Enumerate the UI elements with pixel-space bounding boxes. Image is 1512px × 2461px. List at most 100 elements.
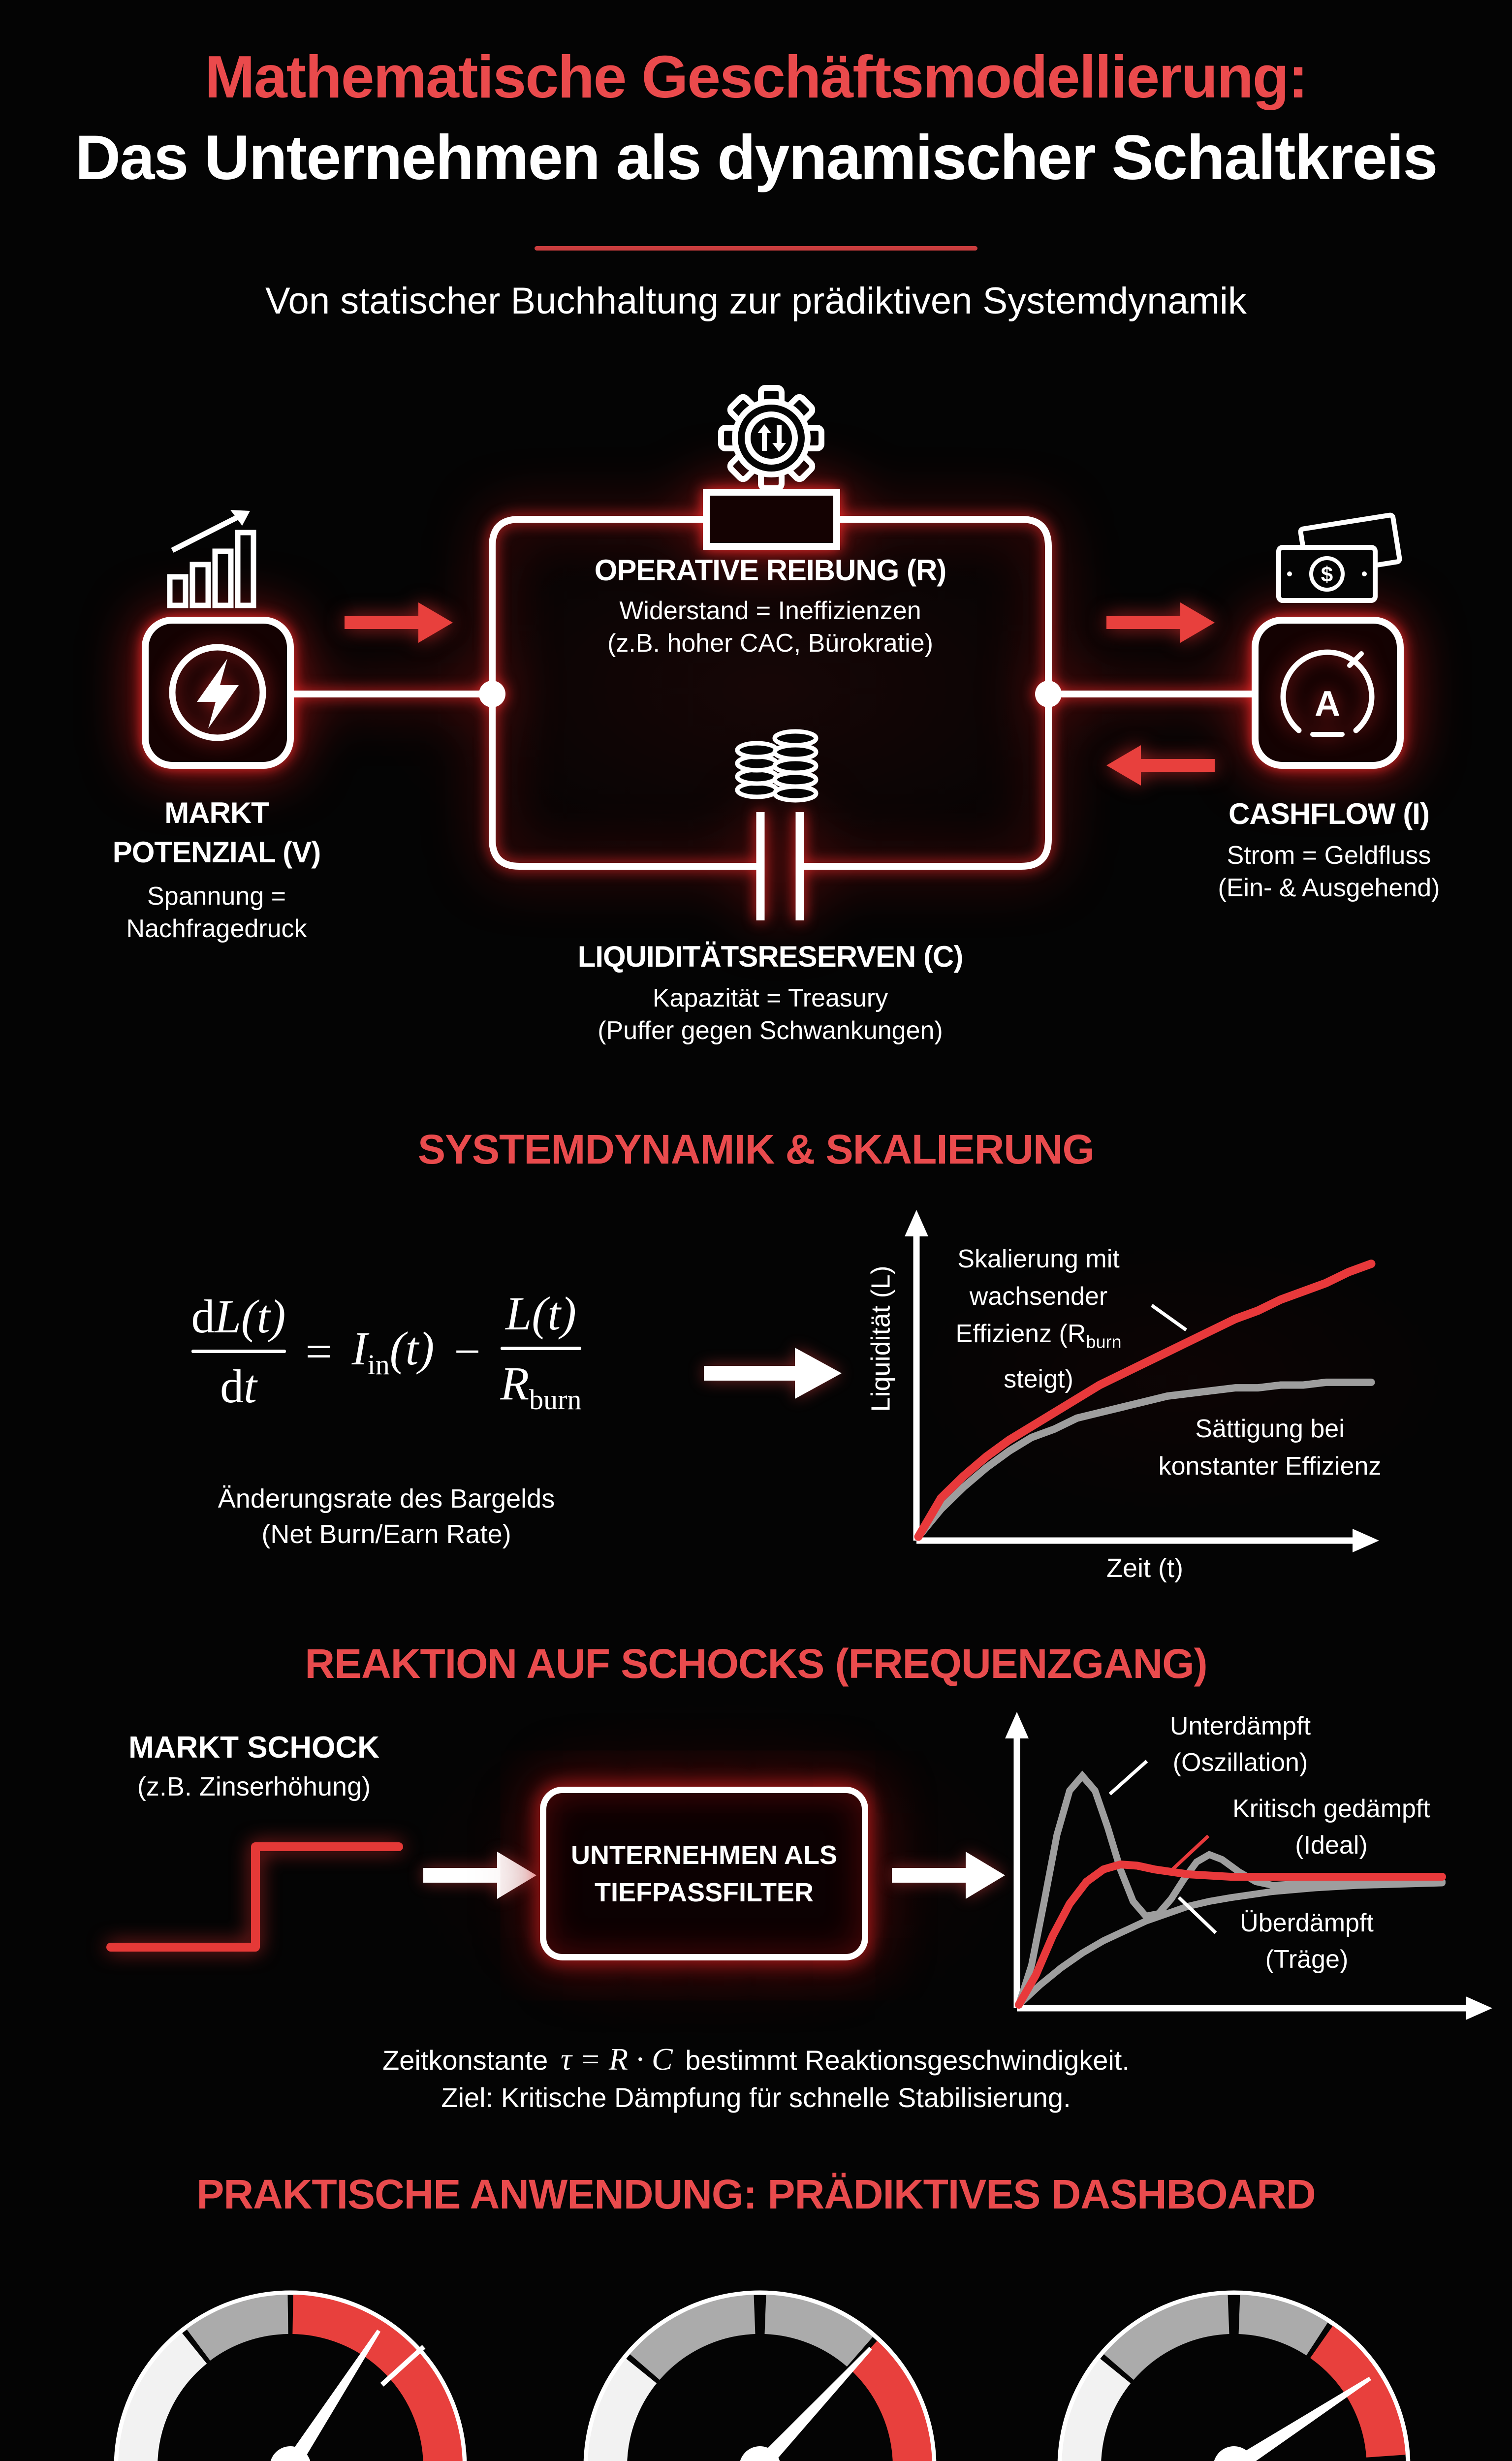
- step-input-signal: [106, 1842, 403, 1952]
- x-axis-arrowhead: [1353, 1529, 1379, 1552]
- annotation-saturation-l1: Sättigung bei: [1195, 1415, 1345, 1443]
- gauge1-outline: [114, 2290, 467, 2461]
- page-subtitle: Von statischer Buchhaltung zur prädiktiv…: [265, 280, 1247, 322]
- circuit-diagram: $ A: [142, 385, 1404, 920]
- ammeter-letter: A: [1315, 684, 1340, 724]
- gauge3-outline: [1057, 2290, 1411, 2461]
- resistor-sub1: Widerstand = Ineffizienzen: [619, 597, 921, 625]
- formula-caption2: (Net Burn/Earn Rate): [261, 1519, 511, 1549]
- gauge1-tick: [380, 2345, 426, 2387]
- gauge2-needle: [739, 2346, 872, 2461]
- formula-minus: −: [454, 1325, 481, 1378]
- underdamped-pointer: [1108, 1760, 1148, 1796]
- resistor-sub2: (z.B. hoher CAC, Bürokratie): [607, 629, 933, 658]
- money-symbol: $: [1321, 563, 1333, 587]
- capacitor-sub2: (Puffer gegen Schwankungen): [598, 1016, 943, 1045]
- liquidity-ylabel: Liquidität (L): [866, 1265, 896, 1412]
- step-response-chart: [1005, 1712, 1492, 2020]
- annotation-underdamped: Unterdämpft (Oszillation): [1137, 1708, 1344, 1781]
- caption-pre: Zeitkonstante: [382, 2045, 548, 2076]
- lpf-line2: TIEFPASSFILTER: [595, 1877, 814, 1907]
- critically-damped-curve: [1015, 1860, 1446, 2009]
- annotation-overdamped: Überdämpft (Träge): [1203, 1905, 1410, 1978]
- arrow-formula-to-chart: [704, 1348, 842, 1399]
- page-title-line2: Das Unternehmen als dynamischer Schaltkr…: [75, 123, 1438, 193]
- gauge2-gray-zone2: [764, 2295, 873, 2367]
- gauge3-white-zone: [1062, 2358, 1131, 2461]
- circuit-wires: [142, 489, 1404, 920]
- arrow-filter-to-response: [892, 1852, 1005, 1899]
- gauge1-needle: [270, 2330, 381, 2461]
- voltage-lightning-icon: [169, 644, 266, 741]
- overdamped-pointer: [1177, 1896, 1217, 1934]
- formula-d1: d: [191, 1290, 215, 1343]
- flow-arrow-out-top: [1106, 602, 1215, 643]
- annotation-scaling-l4: steigt): [1004, 1365, 1073, 1394]
- fraction-dLdt: dL(t) dt: [191, 1289, 286, 1414]
- formula-num: L(t): [215, 1290, 286, 1343]
- annotation-critical: Kritisch gedämpft (Ideal): [1203, 1791, 1459, 1863]
- response-y-arrowhead: [1005, 1712, 1029, 1738]
- source-title-line2: POTENZIAL (V): [112, 836, 321, 869]
- capacitor-title: LIQUIDITÄTSRESERVEN (C): [577, 940, 964, 973]
- annotation-saturation: Sättigung bei konstanter Effizienz: [1132, 1410, 1408, 1485]
- gauge3-gray-zone1: [1103, 2295, 1230, 2380]
- gauge3-gray-zone2: [1238, 2295, 1328, 2356]
- formula-num2: L(t): [505, 1287, 576, 1340]
- section-heading-dashboard: PRAKTISCHE ANWENDUNG: PRÄDIKTIVES DASHBO…: [196, 2171, 1316, 2217]
- caption-math: τ = R · C: [560, 2042, 673, 2077]
- resistor-symbol: [703, 489, 840, 550]
- market-shock-label: MARKT SCHOCK (z.B. Zinserhöhung): [82, 1729, 426, 1803]
- annotation-critical-l2: (Ideal): [1295, 1831, 1368, 1860]
- formula-d2: d: [220, 1359, 244, 1413]
- market-shock-title: MARKT SCHOCK: [128, 1731, 379, 1765]
- step-chart-axes: [1013, 1735, 1469, 2012]
- gauge-cutoff-frequency: [583, 2290, 937, 2461]
- underdamped-curve: [1015, 1770, 1446, 2008]
- resistor-title: OPERATIVE REIBUNG (R): [594, 554, 947, 587]
- section-heading-shocks: REAKTION AUF SCHOCKS (FREQUENZGANG): [305, 1641, 1207, 1687]
- formula-den: t: [244, 1359, 257, 1413]
- page-title-line1: Mathematische Geschäftsmodellierung:: [205, 43, 1308, 110]
- formula-equals: =: [305, 1325, 332, 1378]
- source-title-line1: MARKT: [164, 796, 269, 829]
- response-x-arrowhead: [1466, 1996, 1492, 2020]
- differential-equation: dL(t) dt = Iin(t) − L(t) Rburn: [74, 1245, 699, 1457]
- load-sub1: Strom = Geldfluss: [1227, 841, 1431, 870]
- title-divider: [535, 246, 977, 251]
- annotation-saturation-l2: konstanter Effizienz: [1158, 1452, 1382, 1481]
- scaling-curve: [914, 1260, 1376, 1541]
- liquidity-chart-axes: [913, 1233, 1356, 1544]
- annotation-scaling: Skalierung mit wachsender Effizienz (Rbu…: [915, 1240, 1162, 1398]
- gauge-cash-derivative: [114, 2290, 467, 2461]
- load-label-block: CASHFLOW (I) Strom = Geldfluss (Ein- & A…: [1157, 795, 1501, 904]
- gauge2-red-zone: [850, 2340, 932, 2461]
- critical-pointer: [1170, 1834, 1210, 1872]
- current-flow-arrows: [345, 602, 1215, 786]
- annotation-critical-l1: Kritisch gedämpft: [1232, 1795, 1430, 1823]
- gauge3-needle: [1213, 2376, 1371, 2461]
- gear-updown-arrows: [757, 424, 786, 452]
- annotation-underdamped-l1: Unterdämpft: [1169, 1712, 1311, 1740]
- source-sub1: Spannung =: [147, 882, 286, 911]
- saturation-curve: [914, 1378, 1375, 1541]
- annotation-scaling-l2: wachsender: [969, 1282, 1108, 1311]
- damping-goal-caption: Ziel: Kritische Dämpfung für schnelle St…: [441, 2082, 1071, 2113]
- gauge1-white-zone: [118, 2333, 207, 2461]
- liquidity-xlabel: Zeit (t): [1106, 1553, 1183, 1583]
- overdamped-curve: [1015, 1879, 1446, 2008]
- junction-dot-right: [1035, 681, 1062, 707]
- growth-chart-icon: [167, 510, 256, 608]
- flow-arrow-in: [345, 602, 453, 643]
- load-title: CASHFLOW (I): [1228, 797, 1430, 830]
- caption-post: bestimmt Reaktionsgeschwindigkeit.: [685, 2045, 1130, 2076]
- formula-Iin: Iin(t): [351, 1322, 435, 1381]
- market-shock-sub: (z.B. Zinserhöhung): [137, 1772, 371, 1801]
- fraction-LRburn: L(t) Rburn: [500, 1286, 582, 1416]
- source-label-block: MARKT POTENZIAL (V) Spannung = Nachfrage…: [44, 793, 389, 945]
- y-axis-arrowhead: [905, 1210, 928, 1236]
- liquidity-chart: [905, 1210, 1379, 1552]
- annotation-scaling-l3: Effizienz (Rburn: [955, 1320, 1122, 1352]
- gauge-capacitor-stresstest: [1057, 2290, 1411, 2461]
